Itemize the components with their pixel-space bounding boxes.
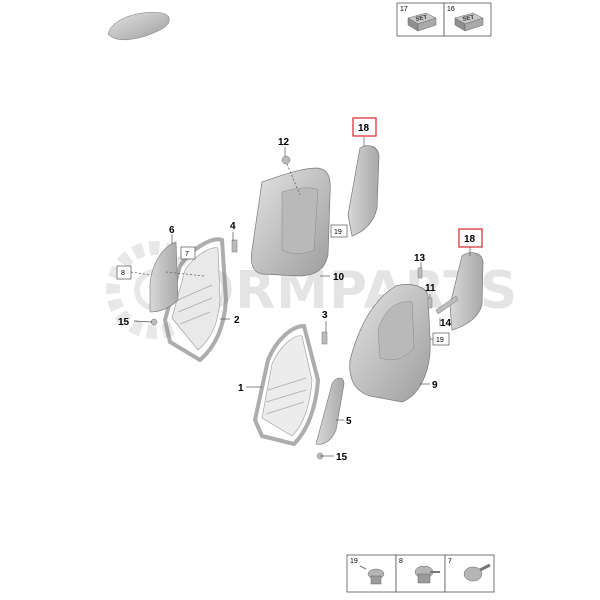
callout-7: 7: [185, 251, 189, 258]
callout-5: 5: [346, 416, 352, 427]
part-18-upper-pad: [347, 145, 380, 237]
part-18-lower-pad: [449, 252, 484, 331]
top-legend: 17 16 SET SET: [396, 2, 492, 37]
set-box-icon-17: SET: [407, 12, 437, 32]
screw-7-icon: [463, 563, 491, 582]
callout-9: 9: [432, 380, 438, 391]
legend-17-number: 17: [400, 6, 408, 13]
callout-1: 1: [238, 383, 244, 394]
callout-18-highlight-box-lower: [458, 228, 483, 248]
part-5-side-panel: [315, 377, 345, 445]
callout-6: 6: [169, 225, 175, 236]
callout-14: 14: [440, 318, 452, 329]
set-box-icon-16: SET: [454, 12, 484, 32]
bottom-legend: 19 8 7: [346, 554, 495, 593]
part-1-seat-frame: [252, 323, 321, 447]
callout-2: 2: [234, 315, 240, 326]
callout-18-lower: 18: [464, 234, 476, 245]
callout-labels: 12 18 19 10 4 6 7 8 15 2 3 1 5 15 13 11 …: [116, 117, 483, 463]
legend-16-number: 16: [447, 6, 455, 13]
callout-15-left: 15: [118, 317, 130, 328]
callout-15-bottom: 15: [336, 452, 348, 463]
callout-12: 12: [278, 137, 290, 148]
part-6-side-panel: [149, 241, 179, 313]
thumbnail-car-icon: [107, 12, 170, 41]
callout-18-upper: 18: [358, 123, 370, 134]
callout-11: 11: [425, 283, 436, 294]
set-label-17: SET: [415, 15, 428, 23]
leader-lines: [130, 137, 471, 457]
callout-3: 3: [322, 310, 328, 321]
callout-19-upper: 19: [334, 229, 342, 236]
callout-19-lower: 19: [436, 337, 444, 344]
legend-8-number: 8: [399, 558, 403, 565]
part-14-strip: [435, 295, 459, 315]
screw-19-icon: [359, 565, 385, 585]
callout-18-highlight-box-upper: [352, 117, 377, 137]
screw-8-icon: [414, 565, 440, 584]
callout-13: 13: [414, 253, 426, 264]
callout-8: 8: [121, 270, 125, 277]
small-fasteners: [150, 155, 433, 460]
callout-10: 10: [333, 272, 345, 283]
set-label-16: SET: [462, 15, 475, 23]
legend-19-number: 19: [350, 558, 358, 565]
legend-7-number: 7: [448, 558, 452, 565]
callout-4: 4: [230, 221, 236, 232]
